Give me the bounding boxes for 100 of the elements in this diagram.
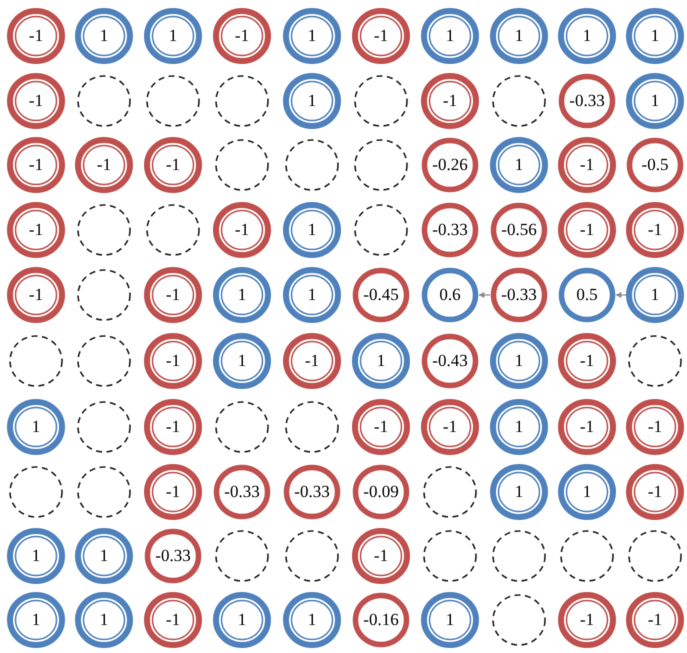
node-value: -1 [28, 155, 44, 175]
ring-circle [283, 464, 341, 520]
node-value: -1 [166, 351, 180, 371]
ring-circle [421, 592, 479, 648]
node-value: 0.6 [439, 285, 461, 305]
node-value: -1 [234, 220, 250, 240]
node-value: 1 [100, 26, 108, 46]
dashed-circle [75, 267, 133, 323]
node-value: 1 [582, 26, 592, 46]
ring-circle [7, 399, 65, 455]
dashed-circle [283, 399, 341, 455]
ring-circle [421, 73, 479, 129]
ring-circle [283, 333, 341, 389]
node-value: -1 [580, 220, 594, 240]
ring-circle [421, 8, 479, 64]
ring-circle [558, 137, 616, 193]
arrow [615, 292, 626, 298]
ring-circle [626, 592, 684, 648]
ring-circle [144, 528, 202, 584]
ring-circle [75, 8, 133, 64]
ring-circle [352, 399, 410, 455]
ring-circle [421, 333, 479, 389]
ring-circle [144, 137, 202, 193]
node-value: -0.56 [501, 220, 537, 240]
node-value: -1 [442, 91, 458, 111]
ring-circle [421, 137, 479, 193]
ring-circle [626, 267, 684, 323]
node-value: 1 [308, 26, 316, 46]
ring-circle [7, 528, 65, 584]
node-value: 1 [650, 26, 660, 46]
dashed-circle [213, 528, 271, 584]
ring-circle [283, 592, 341, 648]
ring-circle [144, 592, 202, 648]
ring-circle [626, 8, 684, 64]
node-value: -1 [166, 610, 180, 630]
ring-circle [490, 267, 548, 323]
ring-circle [352, 8, 410, 64]
node-value: -0.33 [501, 285, 537, 305]
node-value: 1 [514, 351, 524, 371]
ring-circle [283, 267, 341, 323]
node-value: -1 [374, 546, 388, 566]
dashed-circle [75, 333, 133, 389]
node-value: -1 [580, 610, 594, 630]
node-value: 1 [32, 546, 40, 566]
node-value: 1 [168, 26, 178, 46]
node-value: -0.43 [432, 351, 468, 371]
ring-circle [558, 592, 616, 648]
dashed-circle [75, 399, 133, 455]
node-value: 1 [308, 91, 316, 111]
node-value: 0.5 [576, 285, 598, 305]
node-value: 1 [238, 285, 246, 305]
ring-circle [558, 267, 616, 323]
node-value: 1 [308, 610, 316, 630]
dashed-circle [558, 528, 616, 584]
dashed-circle [352, 202, 410, 258]
node-value: -1 [166, 155, 180, 175]
ring-circle [213, 8, 271, 64]
ring-circle [490, 8, 548, 64]
node-value: -1 [28, 285, 44, 305]
node-value: 1 [308, 220, 316, 240]
node-value: -1 [28, 26, 44, 46]
node-value: -1 [580, 351, 594, 371]
node-value: 1 [650, 91, 660, 111]
ring-circle [283, 202, 341, 258]
ring-circle [213, 464, 271, 520]
ring-circle [7, 137, 65, 193]
node-value: 1 [650, 285, 660, 305]
ring-circle [352, 592, 410, 648]
node-value: -0.5 [642, 155, 668, 175]
node-value: 1 [446, 26, 454, 46]
node-value: 1 [100, 546, 108, 566]
dashed-circle [213, 73, 271, 129]
node-value: 1 [308, 285, 316, 305]
ring-circle [352, 464, 410, 520]
node-value: -1 [234, 26, 250, 46]
node-value: -1 [166, 285, 180, 305]
dashed-circle [144, 73, 202, 129]
node-value: -1 [374, 26, 388, 46]
node-value: -1 [580, 155, 594, 175]
ring-circle [75, 528, 133, 584]
node-value: -1 [166, 482, 180, 502]
node-value: -0.33 [432, 220, 468, 240]
node-value: -0.16 [363, 610, 399, 630]
dashed-circle [7, 333, 65, 389]
ring-circle [7, 202, 65, 258]
node-value: -0.09 [363, 482, 399, 502]
node-value: 1 [514, 482, 524, 502]
node-value: 1 [238, 351, 246, 371]
ring-circle [558, 8, 616, 64]
ring-circle [7, 267, 65, 323]
node-value: -1 [166, 417, 180, 437]
ring-circle [558, 464, 616, 520]
node-value: -1 [648, 610, 662, 630]
ring-circle [558, 333, 616, 389]
dashed-circle [490, 592, 548, 648]
node-value: 1 [32, 417, 40, 437]
ring-circle [144, 267, 202, 323]
node-value: 1 [514, 26, 524, 46]
ring-circle [558, 73, 616, 129]
ring-circle [626, 137, 684, 193]
